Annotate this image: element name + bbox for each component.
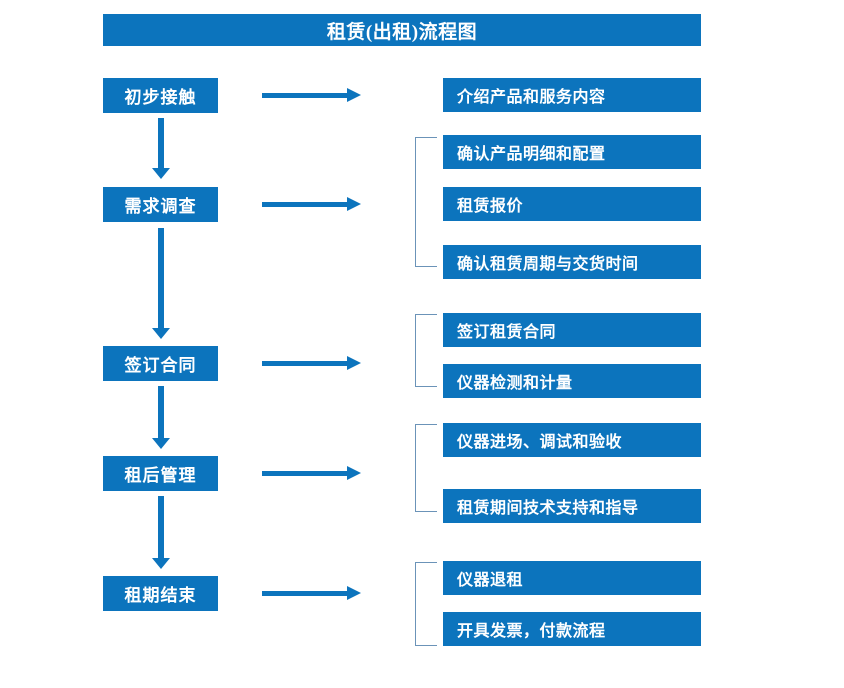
group-bracket-3 (415, 314, 437, 387)
arrow-shaft (262, 202, 348, 207)
arrow-head (347, 197, 361, 211)
detail-box-3[interactable]: 租赁报价 (443, 187, 701, 221)
stage-box-1[interactable]: 初步接触 (103, 78, 218, 113)
arrow-head (152, 328, 170, 339)
arrow-shaft (262, 471, 348, 476)
horizontal-arrow-3 (262, 355, 362, 371)
arrow-shaft (158, 228, 164, 328)
arrow-head (347, 88, 361, 102)
chart-title: 租赁(出租)流程图 (103, 14, 701, 46)
detail-box-2[interactable]: 确认产品明细和配置 (443, 135, 701, 169)
detail-box-1[interactable]: 介绍产品和服务内容 (443, 78, 701, 112)
stage-box-3[interactable]: 签订合同 (103, 346, 218, 381)
detail-box-4[interactable]: 确认租赁周期与交货时间 (443, 245, 701, 279)
arrow-shaft (262, 591, 348, 596)
detail-box-7[interactable]: 仪器进场、调试和验收 (443, 423, 701, 457)
vertical-arrow-4 (152, 496, 170, 572)
horizontal-arrow-5 (262, 585, 362, 601)
arrow-head (347, 356, 361, 370)
vertical-arrow-2 (152, 228, 170, 342)
horizontal-arrow-1 (262, 87, 362, 103)
arrow-head (152, 168, 170, 179)
vertical-arrow-1 (152, 118, 170, 182)
horizontal-arrow-4 (262, 465, 362, 481)
arrow-shaft (262, 361, 348, 366)
group-bracket-4 (415, 424, 437, 512)
arrow-head (347, 586, 361, 600)
arrow-shaft (158, 496, 164, 558)
arrow-shaft (158, 118, 164, 168)
detail-box-8[interactable]: 租赁期间技术支持和指导 (443, 489, 701, 523)
stage-box-4[interactable]: 租后管理 (103, 456, 218, 491)
detail-box-6[interactable]: 仪器检测和计量 (443, 364, 701, 398)
detail-box-9[interactable]: 仪器退租 (443, 561, 701, 595)
arrow-shaft (262, 93, 348, 98)
detail-box-5[interactable]: 签订租赁合同 (443, 313, 701, 347)
group-bracket-2 (415, 137, 437, 267)
arrow-head (152, 558, 170, 569)
stage-box-5[interactable]: 租期结束 (103, 576, 218, 611)
arrow-head (152, 438, 170, 449)
arrow-shaft (158, 386, 164, 438)
detail-box-10[interactable]: 开具发票，付款流程 (443, 612, 701, 646)
stage-box-2[interactable]: 需求调查 (103, 187, 218, 222)
vertical-arrow-3 (152, 386, 170, 452)
group-bracket-5 (415, 562, 437, 646)
horizontal-arrow-2 (262, 196, 362, 212)
arrow-head (347, 466, 361, 480)
